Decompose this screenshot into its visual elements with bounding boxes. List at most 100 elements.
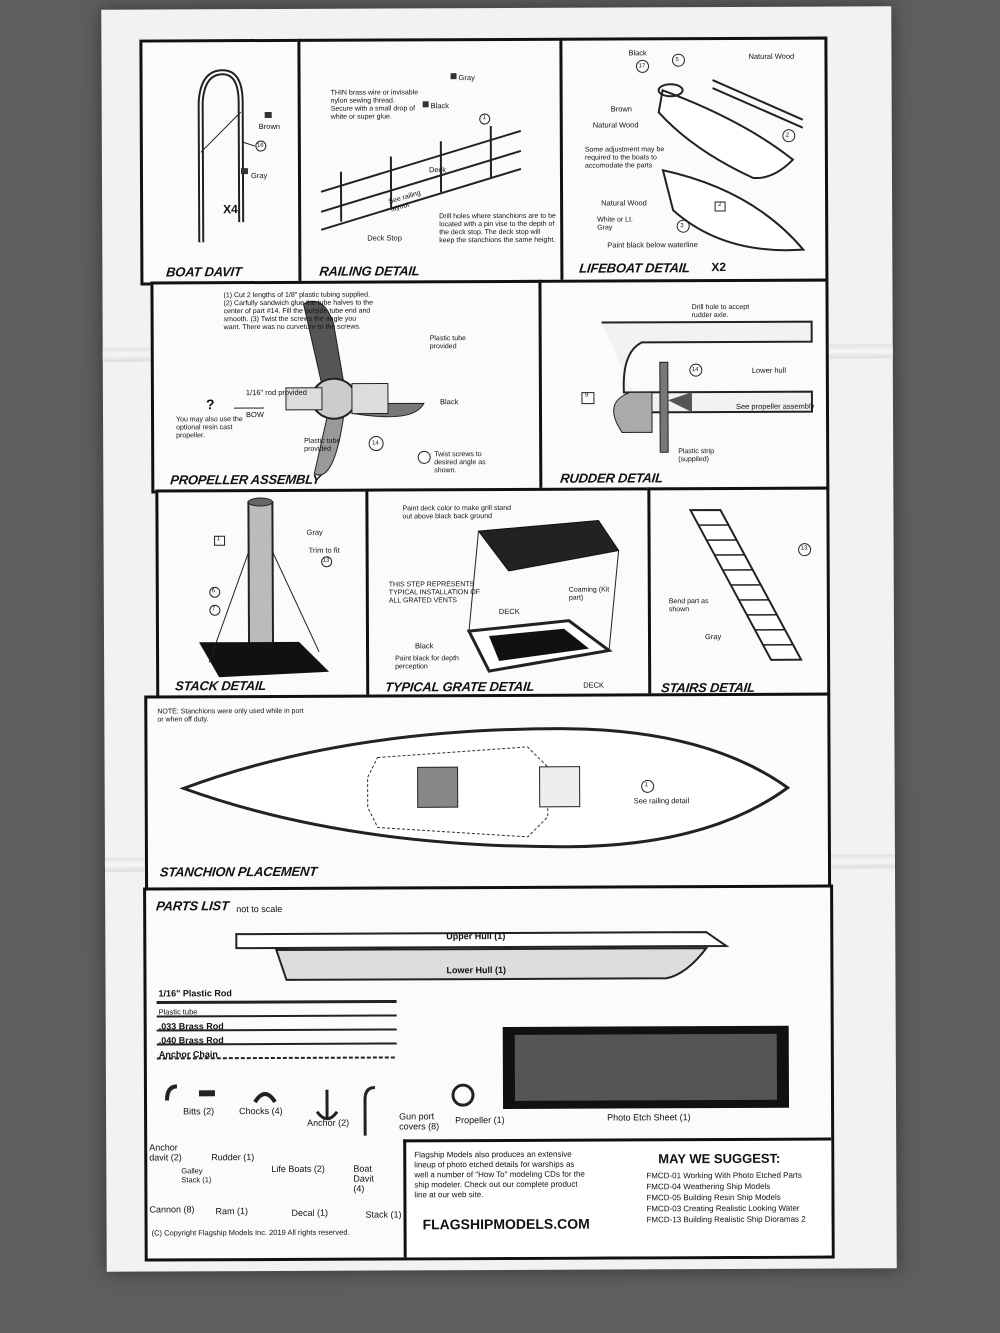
photo-etch-label: Photo Etch Sheet (1) xyxy=(607,1112,691,1123)
drill-note: Drill holes where stanchions are to be l… xyxy=(439,212,556,245)
cannon-label: Cannon (8) xyxy=(149,1204,195,1215)
rudder-label: Rudder (1) xyxy=(211,1152,255,1163)
natural-wood-label: Natural Wood xyxy=(592,120,639,130)
tube-label: Plastic tube xyxy=(158,1007,198,1017)
suggest-heading: MAY WE SUGGEST: xyxy=(658,1150,781,1167)
part-number: 6 xyxy=(211,588,216,595)
resin-note: You may also use the optional resin cast… xyxy=(176,416,243,440)
twist-note: Twist screws to desired angle as shown. xyxy=(434,451,486,475)
propeller-steps: (1) Cut 2 lengths of 1/8" plastic tubing… xyxy=(223,291,373,332)
stanchion-drawing xyxy=(179,727,791,849)
boat-davit-drawing xyxy=(197,69,272,243)
black-label: Black xyxy=(415,641,434,651)
black-label: Black xyxy=(439,397,459,407)
deck-label: Deck xyxy=(428,165,447,175)
lifeboat-drawing xyxy=(636,53,806,252)
instruction-sheet: Brown 16 Gray X4 BOAT DAVIT ASSEMBLY Gra… xyxy=(101,6,897,1272)
quantity-label: X2 xyxy=(711,260,727,275)
anchor-label: Anchor (2) xyxy=(307,1117,350,1128)
suggest-item: FMCD-13 Building Realistic Ship Dioramas… xyxy=(646,1214,806,1225)
panel-title: STANCHION PLACEMENT xyxy=(159,863,318,880)
rod-116-label: 1/16" Plastic Rod xyxy=(158,988,232,999)
stack-panel: Gray 1 Trim to fit 13 6 7 15 STACK DETAI… xyxy=(155,488,371,700)
wire-note: THIN brass wire or invisable nylon sewin… xyxy=(330,89,419,121)
part-number: 15 xyxy=(267,663,274,671)
see-railing-label: See railing detail xyxy=(633,796,690,806)
promo-text: Flagship Models also produces an extensi… xyxy=(414,1149,585,1200)
suggest-box: Flagship Models also produces an extensi… xyxy=(403,1137,835,1262)
part-number: 1 xyxy=(482,115,487,122)
part-number: 5 xyxy=(675,57,679,64)
rod-033-label: .033 Brass Rod xyxy=(158,1021,224,1032)
parts-list-panel: PARTS LIST not to scale Upper Hull (1) L… xyxy=(143,884,835,1262)
suggest-item: FMCD-04 Weathering Ship Models xyxy=(646,1181,771,1192)
tube-label: Plastic tube provided xyxy=(429,335,466,351)
part-number: 2 xyxy=(785,132,790,139)
deck-label: DECK xyxy=(498,606,520,617)
gray-label: Gray xyxy=(250,171,268,181)
part-number: 3 xyxy=(680,223,684,230)
tube-label: Plastic tube provided xyxy=(304,437,341,453)
grate-drawing xyxy=(466,520,620,673)
gun-port-label: Gun port covers (8) xyxy=(399,1111,440,1132)
parts-drawing xyxy=(156,931,790,1136)
paint-note: Paint deck color to make grill stand out… xyxy=(402,504,512,521)
bow-label: BOW xyxy=(245,410,264,420)
anchor-davit-label: Anchor davit (2) xyxy=(149,1142,182,1163)
panel-title: STACK DETAIL xyxy=(174,678,267,694)
lifeboat-panel: Black Natural Wood 17 5 Brown Natural Wo… xyxy=(559,36,829,284)
part-number: 2 xyxy=(718,202,722,209)
deck-label: DECK xyxy=(583,680,605,690)
panel-title: LIFEBOAT DETAIL xyxy=(578,260,691,276)
part-number: 1 xyxy=(644,782,648,789)
bitts-label: Bitts (2) xyxy=(183,1106,215,1117)
stack-label: Stack (1) xyxy=(365,1209,402,1220)
propeller-label: Propeller (1) xyxy=(455,1114,505,1126)
brown-label: Brown xyxy=(610,104,632,114)
galley-stack-label: Galley Stack (1) xyxy=(181,1166,212,1185)
propeller-drawing xyxy=(233,300,431,476)
deck-stop-label: Deck Stop xyxy=(367,233,402,243)
upper-hull-label: Upper Hull (1) xyxy=(446,930,506,942)
part-number: 14 xyxy=(372,440,379,447)
suggest-item: FMCD-05 Building Resin Ship Models xyxy=(646,1192,781,1203)
question-mark: ? xyxy=(205,396,215,413)
adjustment-note: Some adjustment may be required to the b… xyxy=(584,146,665,170)
paint-black-label: Paint black below waterline xyxy=(607,240,698,250)
quantity-label: X4 xyxy=(223,202,238,217)
suggest-item: FMCD-03 Creating Realistic Looking Water xyxy=(646,1203,800,1214)
panel-title: RUDDER DETAIL xyxy=(559,470,664,486)
see-propeller-label: See propeller assembly xyxy=(735,401,815,411)
step-note: THIS STEP REPRESENTS TYPICAL INSTALLATIO… xyxy=(388,581,481,605)
boat-davit-label: Boat Davit (4) xyxy=(353,1163,374,1194)
stairs-drawing xyxy=(688,509,812,661)
website-link[interactable]: FLAGSHIPMODELS.COM xyxy=(422,1215,590,1233)
rudder-panel: Drill hole to accept rudder axle. Lower … xyxy=(538,278,830,492)
part-number: 1 xyxy=(216,536,220,543)
part-number: 13 xyxy=(322,557,330,564)
rod-label: 1/16" rod provided xyxy=(245,387,307,398)
brown-label: Brown xyxy=(258,121,281,132)
part-number: 7 xyxy=(211,606,216,613)
lower-hull-label: Lower hull xyxy=(751,365,787,375)
copyright: (C) Copyright Flagship Models Inc. 2019 … xyxy=(151,1227,350,1238)
chain-label: Anchor Chain xyxy=(158,1049,218,1060)
rudder-drawing xyxy=(581,320,814,453)
stanchion-note: NOTE: Stanchions were only used while in… xyxy=(157,707,304,724)
black-label: Black xyxy=(628,48,647,58)
part-number: 17 xyxy=(638,63,646,70)
ram-label: Ram (1) xyxy=(215,1206,249,1217)
chocks-label: Chocks (4) xyxy=(239,1105,283,1117)
stack-drawing xyxy=(199,497,333,678)
natural-wood-label: Natural Wood xyxy=(748,51,795,61)
life-boats-label: Life Boats (2) xyxy=(271,1163,325,1174)
bend-label: Bend part as shown xyxy=(668,598,709,614)
trim-label: Trim to fit xyxy=(308,545,340,555)
railing-panel: Gray Black THIN brass wire or invisable … xyxy=(297,37,565,285)
railing-drawing xyxy=(320,73,522,231)
coaming-label: Coaming (Kit part) xyxy=(568,586,610,602)
gray-label: Gray xyxy=(306,527,323,537)
lower-hull-label: Lower Hull (1) xyxy=(446,964,506,976)
part-number: 13 xyxy=(800,545,808,552)
part-number: 9 xyxy=(584,392,589,399)
